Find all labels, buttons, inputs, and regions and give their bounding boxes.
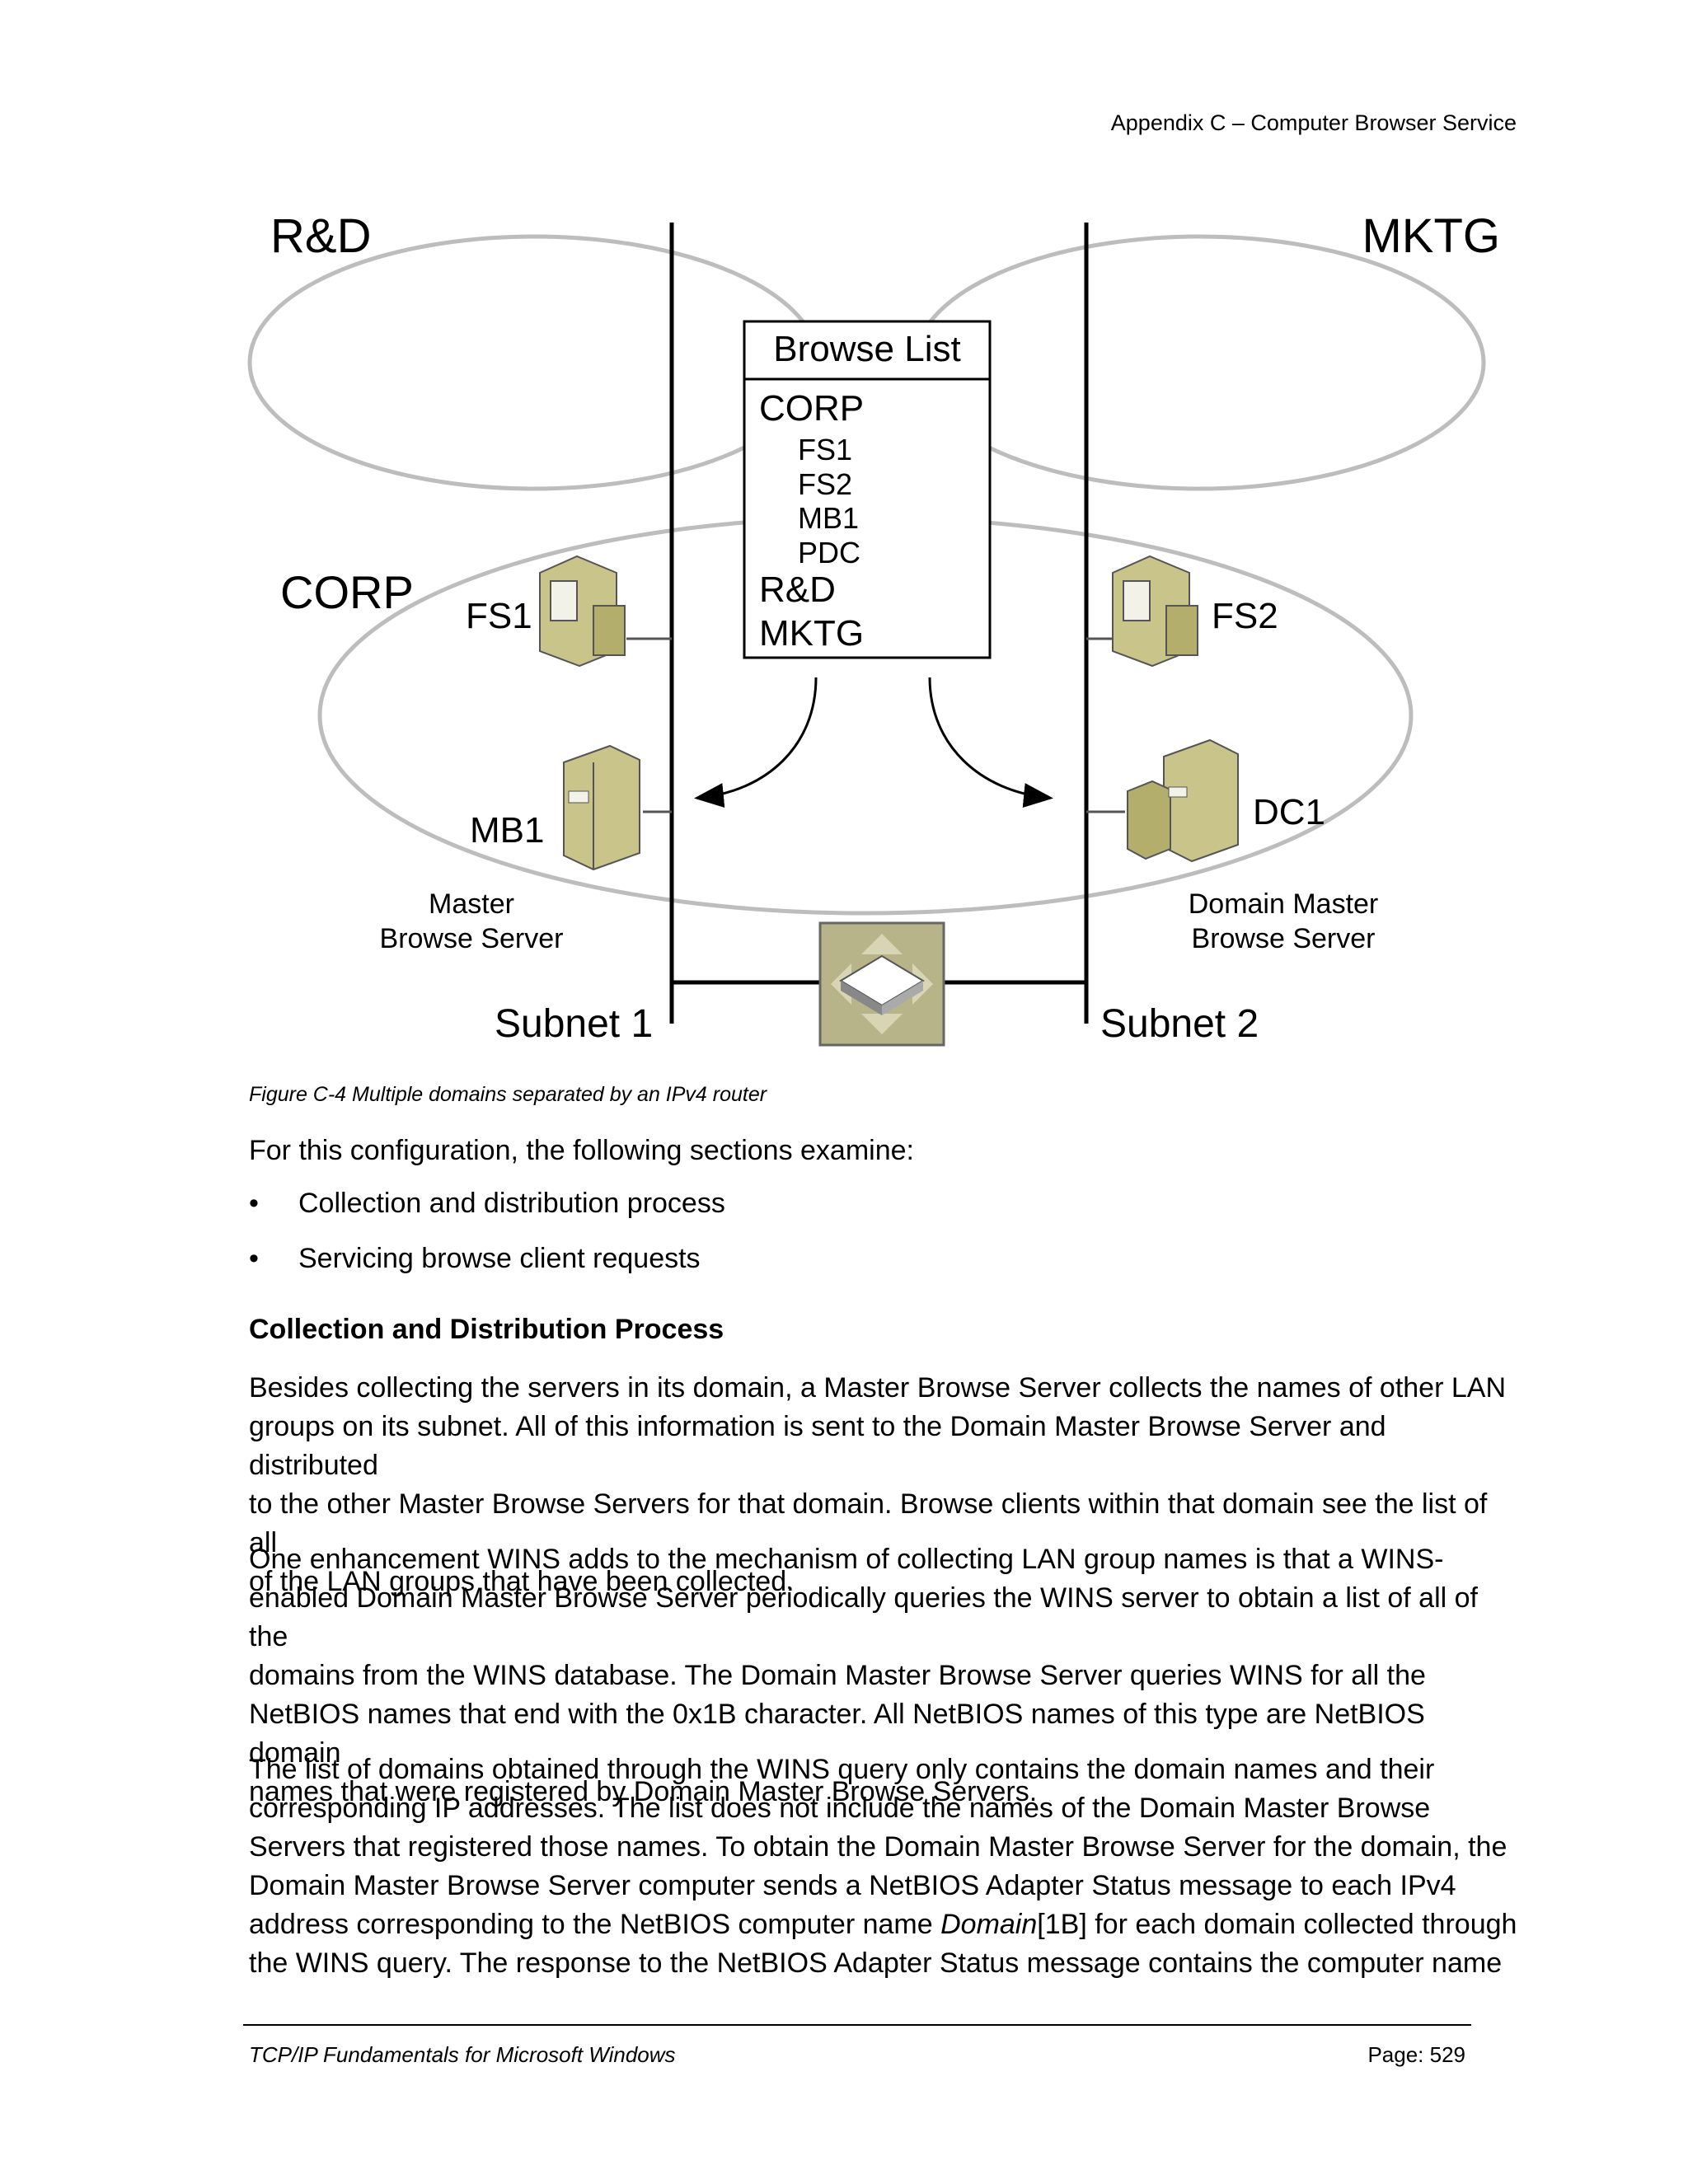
rd-domain-label: R&D (270, 209, 371, 263)
browse-entry-mktg: MKTG (759, 613, 864, 654)
master-role-line-2: Browse Server (380, 923, 564, 954)
figure-caption: Figure C-4 Multiple domains separated by… (249, 1083, 767, 1106)
arrow-to-master (694, 677, 818, 808)
paragraph-2: One enhancement WINS adds to the mechani… (249, 1544, 1479, 1807)
browse-entry-fs2: FS2 (798, 467, 852, 501)
footer-title: TCP/IP Fundamentals for Microsoft Window… (249, 2042, 676, 2067)
subnet-1-label: Subnet 1 (495, 1002, 653, 1046)
router-icon (818, 921, 945, 1047)
domain-master-role-line-2: Browse Server (1192, 923, 1376, 954)
fs1-label: FS1 (466, 596, 532, 636)
fs2-label: FS2 (1212, 596, 1278, 636)
bullet-dot-icon: • (249, 1188, 259, 1219)
paragraph-1: Besides collecting the servers in its do… (249, 1372, 1507, 1597)
network-diagram: R&D MKTG CORP Browse List CORP FS1 FS2 M… (247, 209, 1500, 1047)
dc1-label: DC1 (1253, 792, 1325, 832)
mb1-server-icon (563, 744, 640, 871)
master-role-line-1: Master (429, 888, 514, 920)
subnet-2-label: Subnet 2 (1100, 1002, 1259, 1046)
rd-domain-ellipse (247, 234, 821, 491)
paragraph-3: The list of domains obtained through the… (249, 1754, 1517, 1979)
mktg-domain-label: MKTG (1362, 209, 1500, 263)
bullet-item: •Servicing browse client requests (249, 1240, 701, 1278)
browse-entry-fs1: FS1 (798, 433, 852, 466)
browse-entry-pdc: PDC (798, 536, 860, 569)
footer-divider (243, 2024, 1471, 2026)
browse-entry-corp: CORP (759, 388, 864, 429)
arrow-to-domain-master (928, 677, 1053, 808)
intro-paragraph: For this configuration, the following se… (249, 1135, 914, 1166)
bullet-item: •Collection and distribution process (249, 1184, 725, 1223)
fs1-computer-icon (539, 555, 626, 668)
page-number: Page: 529 (1367, 2042, 1465, 2067)
browse-list-title: Browse List (773, 329, 960, 369)
section-heading: Collection and Distribution Process (249, 1314, 724, 1345)
page-header: Appendix C – Computer Browser Service (1110, 110, 1517, 135)
browse-list-box (743, 320, 992, 659)
bullet-dot-icon: • (249, 1243, 259, 1274)
browse-entry-rd: R&D (759, 569, 836, 610)
domain-master-role-line-1: Domain Master (1189, 888, 1379, 920)
mb1-label: MB1 (470, 810, 544, 851)
fs2-computer-icon (1112, 555, 1198, 668)
corp-domain-label: CORP (280, 566, 414, 618)
dc1-server-icon (1127, 738, 1239, 863)
mktg-domain-ellipse (912, 234, 1486, 491)
browse-entry-mb1: MB1 (798, 501, 859, 535)
